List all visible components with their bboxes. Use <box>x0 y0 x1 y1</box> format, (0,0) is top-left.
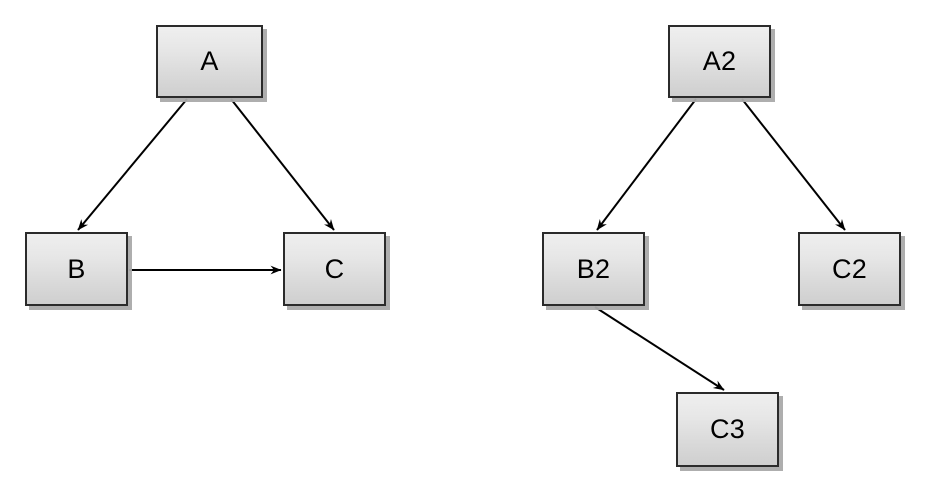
node-a2[interactable]: A2 <box>668 25 771 98</box>
node-label: A2 <box>702 46 737 76</box>
edge-a-to-c <box>230 98 335 231</box>
node-c2[interactable]: C2 <box>798 232 901 306</box>
node-label: C2 <box>832 253 867 284</box>
node-a[interactable]: A <box>156 25 263 98</box>
node-label: B2 <box>576 253 611 284</box>
edges-group <box>77 98 846 391</box>
node-label: C <box>324 253 345 284</box>
node-c[interactable]: C <box>283 232 386 306</box>
node-c3[interactable]: C3 <box>676 392 779 467</box>
edge-b2-to-c3 <box>594 306 725 391</box>
edge-a-to-b <box>77 98 188 231</box>
node-b[interactable]: B <box>25 232 128 306</box>
node-label: B <box>67 253 86 284</box>
node-label: A <box>200 46 219 76</box>
node-label: C3 <box>710 414 745 444</box>
node-b2[interactable]: B2 <box>542 232 645 306</box>
edge-a2-to-b2 <box>596 98 697 231</box>
edge-a2-to-c2 <box>741 98 846 231</box>
